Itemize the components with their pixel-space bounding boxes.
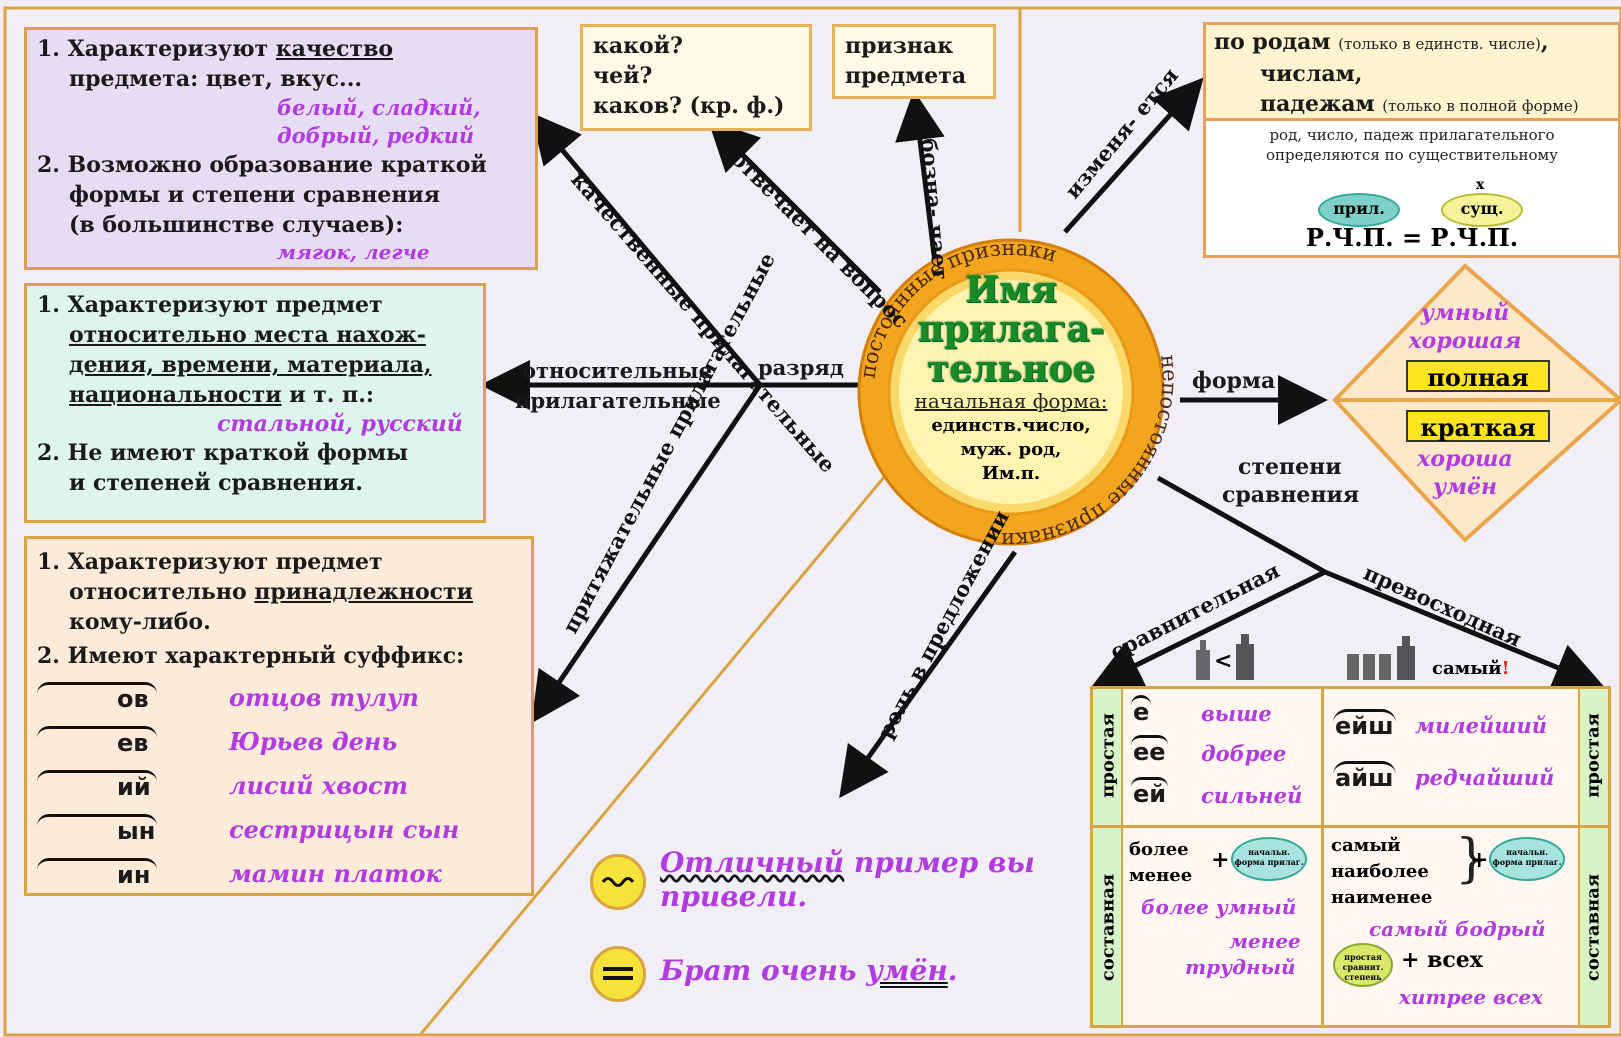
label-relative-1: относительные — [522, 358, 712, 383]
arrow-comparative — [1091, 569, 1327, 688]
arrow-superlative — [1324, 569, 1605, 691]
suffix-ev: ев — [37, 725, 157, 757]
label-form: форма — [1192, 368, 1276, 394]
degrees-table: простая составная простая составная е ее… — [1090, 686, 1611, 1028]
wavy-underline-icon — [590, 854, 646, 910]
noun-oval: сущ. — [1441, 193, 1523, 227]
label-relative-2: прилагательные — [515, 388, 721, 413]
simple-cmp-badge: простая сравнит. степень — [1333, 943, 1393, 987]
bottles-comparative-icon: < — [1192, 632, 1262, 682]
frame-diagonal — [418, 469, 892, 1036]
simple-label-left: простая — [1097, 713, 1119, 798]
outer-frame — [3, 6, 1621, 1037]
initial-form-badge-2: начальн. форма прилаг. — [1489, 837, 1565, 881]
line-degrees — [1156, 475, 1327, 575]
svg-text:<: < — [1214, 648, 1232, 674]
label-degrees-1: степени — [1238, 454, 1342, 480]
label-degrees-2: сравнения — [1222, 482, 1360, 508]
label-category: разряд — [758, 355, 844, 380]
arrow-feature — [895, 90, 945, 263]
suffix-iy: ий — [37, 769, 157, 801]
form-short: краткая — [1406, 410, 1550, 442]
example-1: Отличный пример вы привели. — [590, 846, 1070, 914]
label-role: роль в предложении — [872, 506, 1013, 742]
arrow-role — [839, 550, 1018, 799]
box-relative: 1. Характеризуют предмет относительно ме… — [24, 283, 486, 523]
arrow-qualitative — [530, 112, 762, 387]
box-feature: признак предмета — [832, 24, 996, 99]
bottles-superlative-icon — [1345, 632, 1425, 682]
suffix-yn: ын — [37, 813, 157, 845]
form-full: полная — [1406, 360, 1550, 392]
suffix-ov: ов — [37, 681, 157, 713]
double-underline-icon — [590, 946, 646, 1002]
agreement-formula: Р.Ч.П. = Р.Ч.П. — [1305, 223, 1519, 252]
adj-oval: прил. — [1318, 193, 1400, 227]
center-title: Имя прилага- тельное начальная форма: ед… — [914, 269, 1108, 484]
example-2: Брат очень умён. — [590, 946, 1010, 1002]
suffix-in: ин — [37, 857, 157, 889]
arrow-possessive — [531, 383, 763, 724]
arrow-question — [707, 119, 882, 294]
box-possessive: 1. Характеризуют предмет относительно пр… — [24, 536, 534, 896]
box-question: какой? чей? каков? (кр. ф.) — [580, 24, 812, 131]
arrow-changes — [1063, 77, 1204, 234]
box-qualitative: 1. Характеризуют качество предмета: цвет… — [24, 27, 538, 270]
compound-label-right: составная — [1582, 873, 1604, 982]
simple-label-right: простая — [1582, 713, 1604, 798]
label-possessive: притяжательные прилагательные — [557, 248, 780, 637]
label-changes: изменя- ется — [1060, 63, 1183, 203]
initial-form-badge: начальн. форма прилаг. — [1231, 837, 1307, 881]
label-means: обозна- чает — [915, 123, 953, 280]
form-diamond — [1332, 263, 1621, 543]
compound-label-left: составная — [1097, 873, 1119, 982]
box-changes: по родам (только в единств. числе), числ… — [1203, 22, 1621, 258]
